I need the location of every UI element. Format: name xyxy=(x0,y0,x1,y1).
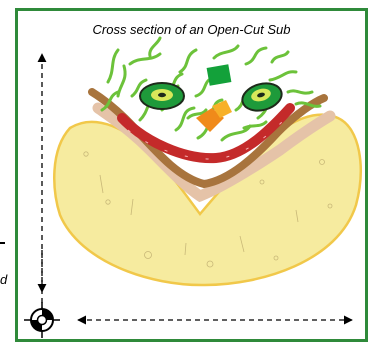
edge-fragment-text: d xyxy=(0,272,8,287)
cheese xyxy=(196,100,232,132)
meat-slice xyxy=(117,103,295,164)
bread-crumbs xyxy=(83,151,333,268)
diagram-title: Cross section of an Open-Cut Sub xyxy=(92,22,291,37)
crosshair-origin-icon xyxy=(24,302,60,338)
green-pepper xyxy=(206,64,232,86)
pickle-left xyxy=(139,82,185,110)
bread-roll xyxy=(53,113,362,287)
diagram-frame xyxy=(15,8,368,342)
lettuce xyxy=(100,36,322,142)
edge-fragment-dash xyxy=(0,242,5,244)
pickle-right xyxy=(241,82,283,112)
